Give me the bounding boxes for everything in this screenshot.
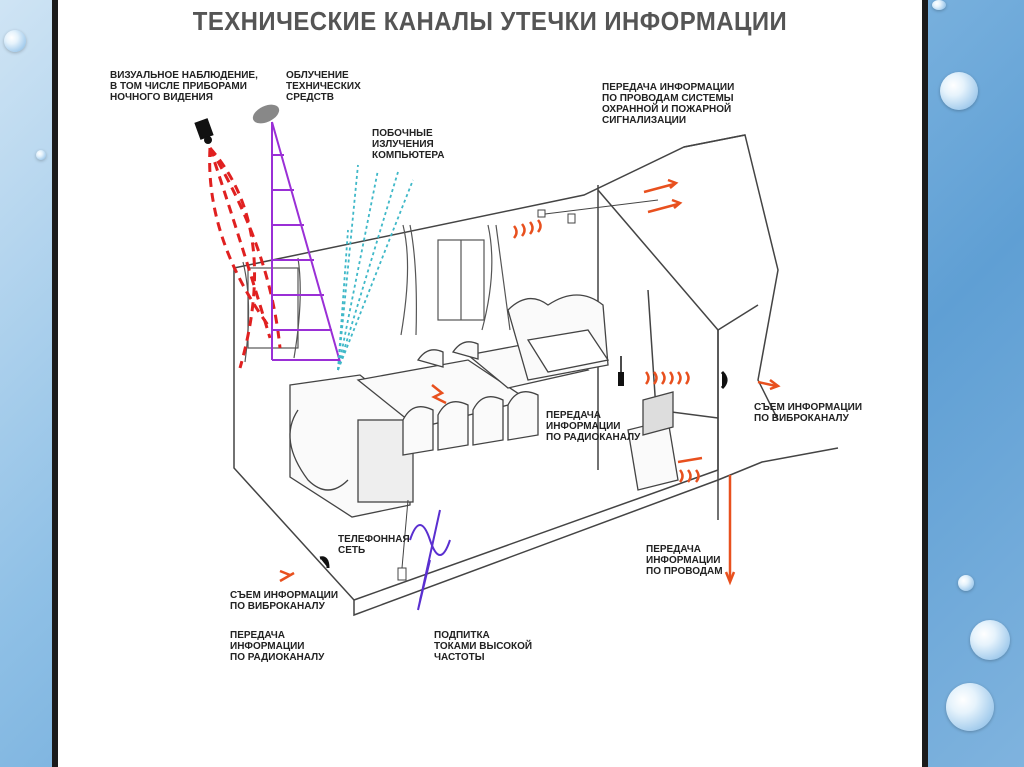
hf-current-signal: [417, 509, 441, 611]
label-wires: ПЕРЕДАЧА ИНФОРМАЦИИ ПО ПРОВОДАМ: [646, 544, 723, 577]
label-irradiation: ОБЛУЧЕНИЕ ТЕХНИЧЕСКИХ СРЕДСТВ: [286, 70, 361, 103]
water-drop-decoration: [932, 0, 946, 10]
wave-chevrons: [512, 219, 700, 483]
room-diagram: [194, 104, 839, 617]
water-drop-decoration: [970, 620, 1010, 660]
slide: ТЕХНИЧЕСКИЕ КАНАЛЫ УТЕЧКИ ИНФОРМАЦИИ: [58, 0, 922, 767]
label-radio-center: ПЕРЕДАЧА ИНФОРМАЦИИ ПО РАДИОКАНАЛУ: [546, 410, 641, 443]
signal-arrows: [279, 178, 781, 586]
water-drop-decoration: [4, 30, 26, 52]
water-drop-decoration: [940, 72, 978, 110]
computer-emission-rays: [337, 164, 414, 371]
label-hf-current: ПОДПИТКА ТОКАМИ ВЫСОКОЙ ЧАСТОТЫ: [434, 630, 533, 663]
water-drop-decoration: [946, 683, 994, 731]
radio-transmitter-icon: [618, 372, 624, 386]
satellite-dish-icon: [252, 104, 280, 124]
slide-title: ТЕХНИЧЕСКИЕ КАНАЛЫ УТЕЧКИ ИНФОРМАЦИИ: [192, 6, 788, 36]
label-radio-left: ПЕРЕДАЧА ИНФОРМАЦИИ ПО РАДИОКАНАЛУ: [230, 630, 325, 663]
label-vibro-left: СЪЕМ ИНФОРМАЦИИ ПО ВИБРОКАНАЛУ: [230, 590, 339, 612]
label-vibro-right: СЪЕМ ИНФОРМАЦИИ ПО ВИБРОКАНАЛУ: [754, 402, 863, 424]
label-side-emissions: ПОБОЧНЫЕ ИЗЛУЧЕНИЯ КОМПЬЮТЕРА: [372, 128, 445, 161]
visual-observation-rays: [208, 147, 282, 369]
water-drop-decoration: [958, 575, 974, 591]
phone-socket-icon: [397, 567, 407, 581]
chairs: [402, 341, 539, 456]
vibro-sensor-icon: [720, 370, 728, 390]
camera-icon: [194, 118, 214, 144]
alarm-wire: [544, 199, 659, 215]
alarm-devices: [537, 209, 576, 224]
hf-current-wave: [409, 524, 451, 556]
vibro-sensor-icon: [319, 556, 330, 569]
furniture: [289, 294, 679, 518]
irradiation-beam: [271, 121, 341, 363]
phone-line: [401, 499, 409, 569]
label-alarm-wires: ПЕРЕДАЧА ИНФОРМАЦИИ ПО ПРОВОДАМ СИСТЕМЫ …: [602, 82, 735, 126]
label-visual-observation: ВИЗУАЛЬНОЕ НАБЛЮДЕНИЕ, В ТОМ ЧИСЛЕ ПРИБО…: [110, 70, 258, 103]
label-phone-network: ТЕЛЕФОННАЯ СЕТЬ: [338, 534, 410, 556]
water-drop-decoration: [36, 150, 46, 160]
